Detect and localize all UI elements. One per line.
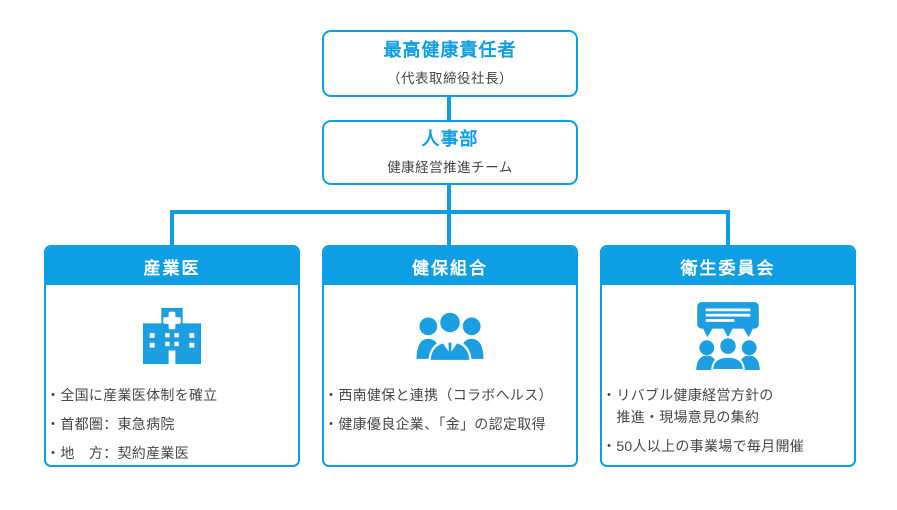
bullet-text: 地 方：契約産業医: [60, 445, 190, 462]
bullet-item: ・リバブル健康経営方針の推進・現場意見の集約: [602, 384, 846, 428]
bullet-text: 全国に産業医体制を確立: [60, 387, 218, 403]
bullet-item: ・全国に産業医体制を確立: [46, 384, 290, 406]
bullet-text: 健康優良企業、「金」の認定取得: [338, 416, 546, 433]
branch-bullet-list: ・全国に産業医体制を確立 ・首都圏：東急病院 ・地 方：契約産業医: [46, 384, 298, 464]
bullet-dot: ・: [324, 416, 339, 433]
node-subtitle: 健康経営推進チーム: [387, 159, 513, 175]
bullet-item: ・西南健保と連携（コラボヘルス）: [324, 384, 568, 406]
branch-health-insurance-union: 健保組合 ・西南健保と連携（コラボヘルス） ・健康優良企業、「金」の認定取得: [322, 245, 578, 467]
bullet-item: ・健康優良企業、「金」の認定取得: [324, 413, 568, 435]
hospital-icon: [46, 300, 298, 370]
connector-drop-left: [170, 210, 174, 245]
node-hr-department: 人事部 健康経営推進チーム: [322, 120, 578, 185]
node-title: 人事部: [421, 129, 479, 150]
connector-vertical-top: [447, 97, 451, 120]
bullet-dot: ・: [46, 387, 61, 403]
bullet-dot: ・: [46, 416, 61, 433]
meeting-discussion-icon: [602, 300, 854, 370]
connector-drop-right: [726, 210, 730, 245]
business-people-icon: [324, 300, 576, 370]
bullet-item: ・50人以上の事業場で毎月開催: [602, 435, 846, 457]
bullet-text: 首都圏：東急病院: [60, 416, 175, 433]
bullet-dot: ・: [602, 387, 617, 403]
node-chief-health-officer: 最高健康責任者 （代表取締役社長）: [322, 30, 578, 97]
node-title: 最高健康責任者: [383, 40, 517, 61]
bullet-item: ・地 方：契約産業医: [46, 442, 290, 464]
bullet-item: ・首都圏：東急病院: [46, 413, 290, 435]
bullet-dot: ・: [46, 445, 61, 462]
node-subtitle: （代表取締役社長）: [387, 70, 513, 86]
bullet-dot: ・: [324, 387, 339, 403]
bullet-text: リバブル健康経営方針の推進・現場意見の集約: [616, 384, 846, 428]
branch-occupational-physician: 産業医 ・全国に産業医体制を確立 ・首都圏：東急病院: [44, 245, 300, 467]
bullet-line-1: リバブル健康経営方針の: [616, 387, 774, 403]
branch-header: 健保組合: [324, 247, 576, 285]
branch-bullet-list: ・リバブル健康経営方針の推進・現場意見の集約 ・50人以上の事業場で毎月開催: [602, 384, 854, 457]
bullet-dot: ・: [602, 438, 617, 455]
bullet-line-2: 推進・現場意見の集約: [616, 409, 760, 426]
bullet-text: 50人以上の事業場で毎月開催: [616, 438, 805, 455]
branch-bullet-list: ・西南健保と連携（コラボヘルス） ・健康優良企業、「金」の認定取得: [324, 384, 576, 435]
branch-header: 衛生委員会: [602, 247, 854, 285]
bullet-text: 西南健保と連携（コラボヘルス）: [338, 387, 553, 403]
connector-drop-center: [447, 210, 451, 245]
connector-vertical-mid: [447, 185, 451, 212]
branch-header: 産業医: [46, 247, 298, 285]
branch-health-committee: 衛生委員会 ・リバブル健康経営方針の推進・現場意見の集約 ・50人以上の事業場で…: [600, 245, 856, 467]
